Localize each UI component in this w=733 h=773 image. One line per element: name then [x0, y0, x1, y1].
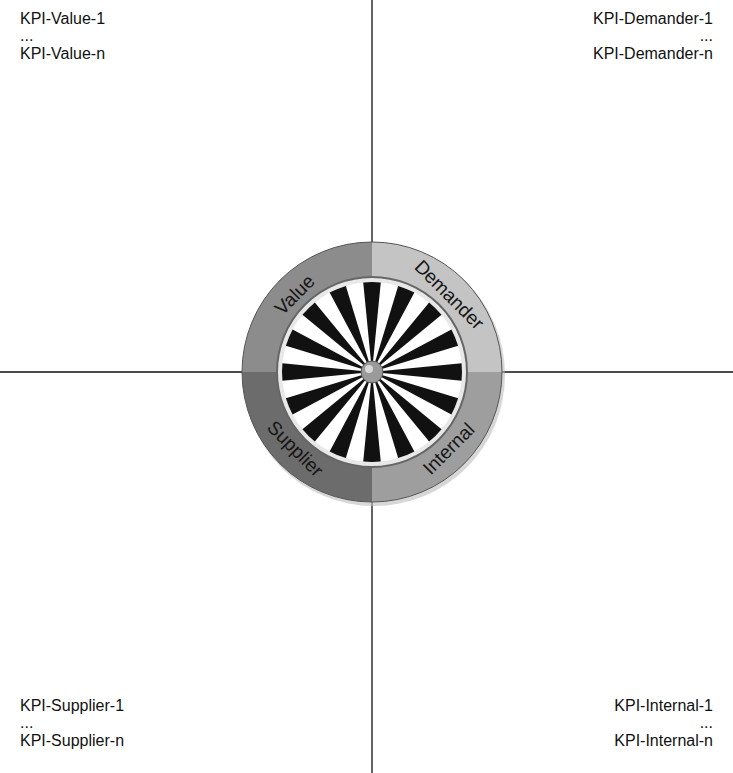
target-wedges	[282, 282, 462, 462]
ellipsis-label: ...	[700, 714, 713, 732]
kpi-label: KPI-Demander-n	[593, 45, 713, 63]
kpi-label: KPI-Supplier-1	[20, 697, 124, 715]
target-wedge	[372, 330, 458, 372]
kpi-label: KPI-Value-n	[20, 45, 105, 63]
kpi-label: KPI-Value-1	[20, 10, 105, 28]
ellipsis-label: ...	[700, 27, 713, 45]
hub-highlight	[365, 365, 373, 373]
target-wedge	[372, 302, 442, 372]
kpi-label: KPI-Demander-1	[593, 10, 713, 28]
target-face	[282, 282, 462, 462]
kpi-label: KPI-Supplier-n	[20, 732, 124, 750]
kpi-label: KPI-Internal-1	[614, 697, 713, 715]
ellipsis-label: ...	[20, 714, 33, 732]
target-wedge	[302, 372, 372, 442]
target-rim	[277, 277, 467, 467]
target-wedge	[372, 372, 442, 442]
target-hub	[361, 361, 383, 383]
target-wedge	[302, 302, 372, 372]
ring-outline	[242, 242, 502, 502]
ellipsis-label: ...	[20, 27, 33, 45]
kpi-label: KPI-Internal-n	[614, 732, 713, 750]
